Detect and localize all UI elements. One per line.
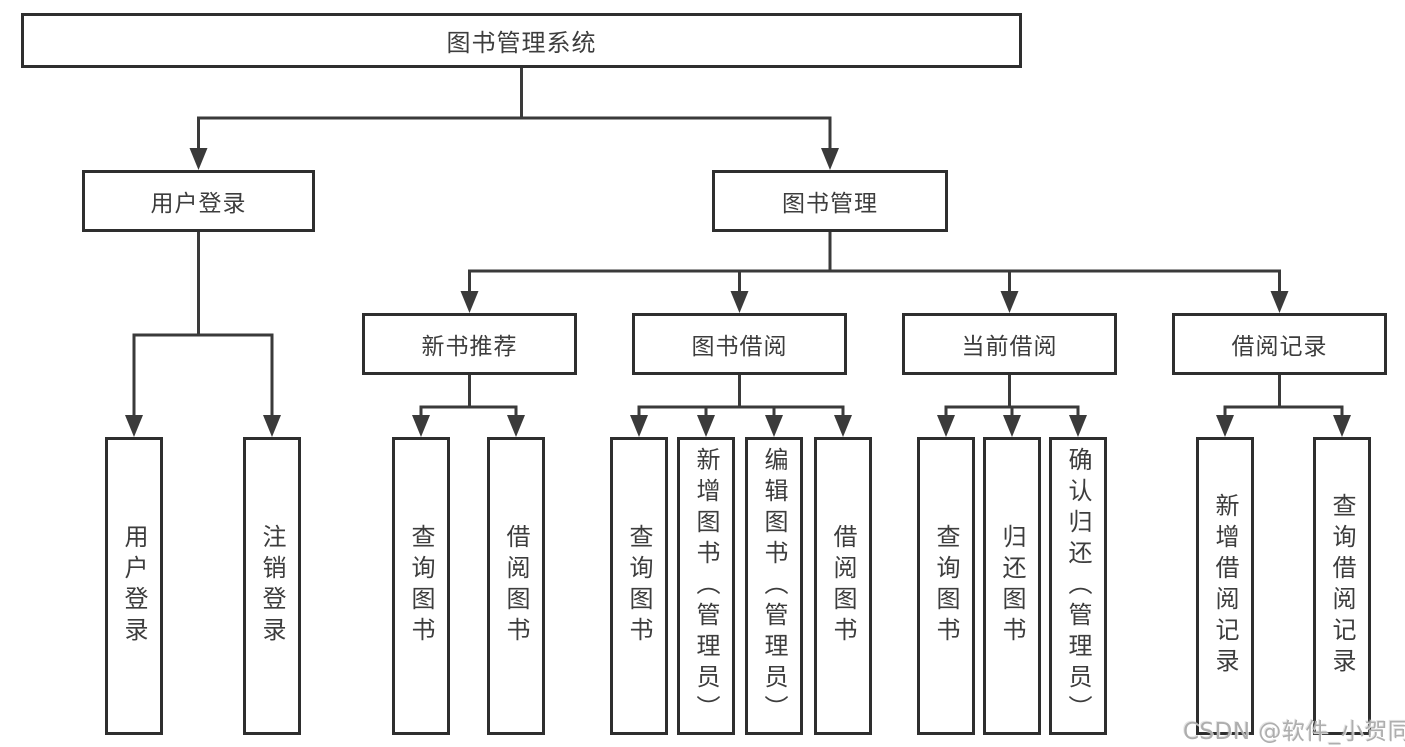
arrowheads: [125, 148, 1351, 437]
leaf-add-books-admin: 新增图书（管理员）: [677, 437, 735, 735]
node-current-borrowing: 当前借阅: [902, 313, 1117, 375]
leaf-query-borrow-record: 查询借阅记录: [1313, 437, 1371, 735]
leaf-query-books-1: 查询图书: [392, 437, 450, 735]
node-book-management: 图书管理: [712, 170, 948, 232]
leaf-return-books: 归还图书: [983, 437, 1041, 735]
csdn-watermark: CSDN @软件_小贺同学: [1183, 719, 1405, 745]
leaf-edit-books-admin: 编辑图书（管理员）: [745, 437, 803, 735]
node-user-login: 用户登录: [82, 170, 315, 232]
node-book-borrowing: 图书借阅: [632, 313, 847, 375]
node-borrowing-records: 借阅记录: [1172, 313, 1387, 375]
node-system-root: 图书管理系统: [21, 13, 1022, 68]
leaf-query-books-3: 查询图书: [917, 437, 975, 735]
leaf-borrow-books-1: 借阅图书: [487, 437, 545, 735]
leaf-add-borrow-record: 新增借阅记录: [1196, 437, 1254, 735]
leaf-logout: 注销登录: [243, 437, 301, 735]
leaf-query-books-2: 查询图书: [610, 437, 668, 735]
node-new-book-recommend: 新书推荐: [362, 313, 577, 375]
leaf-user-login: 用户登录: [105, 437, 163, 735]
leaf-borrow-books-2: 借阅图书: [814, 437, 872, 735]
leaf-confirm-return-admin: 确认归还（管理员）: [1049, 437, 1107, 735]
